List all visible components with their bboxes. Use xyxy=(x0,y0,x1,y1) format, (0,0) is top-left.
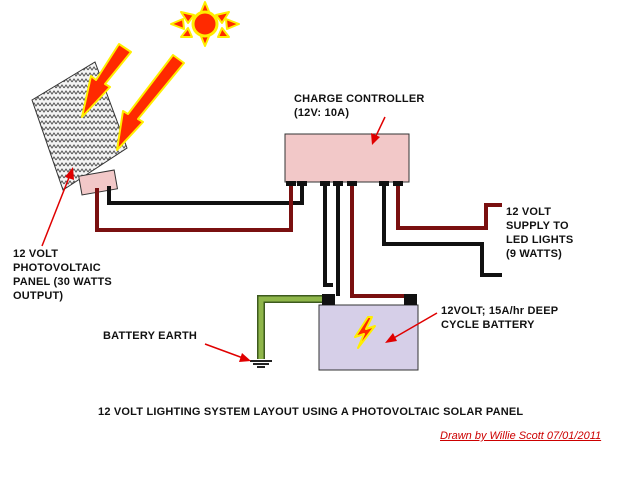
led-wires xyxy=(382,183,502,277)
controller-terminals xyxy=(286,181,403,186)
battery-positive-terminal xyxy=(404,294,417,305)
sunlight-arrow-icon xyxy=(81,43,185,151)
charge-controller-box xyxy=(284,133,410,183)
battery-box xyxy=(318,304,419,371)
lightning-bolt-icon xyxy=(354,316,376,349)
annotation-arrows xyxy=(41,116,438,362)
solar-panel-label: 12 VOLT PHOTOVOLTAIC PANEL (30 WATTS OUT… xyxy=(13,248,112,302)
solar-panel-icon xyxy=(31,61,128,196)
battery-earth-label: BATTERY EARTH xyxy=(103,330,198,342)
earth-wire xyxy=(257,295,327,359)
sun-icon xyxy=(170,1,240,47)
ground-symbol-icon xyxy=(250,360,272,368)
charge-controller-label: CHARGE CONTROLLER (12V: 10A) xyxy=(294,93,425,119)
led-supply-label: 12 VOLT SUPPLY TO LED LIGHTS (9 WATTS) xyxy=(506,206,574,260)
battery-negative-terminal xyxy=(322,294,335,305)
author-credit: Drawn by Willie Scott 07/01/2011 xyxy=(440,430,602,442)
diagram-title: 12 VOLT LIGHTING SYSTEM LAYOUT USING A P… xyxy=(98,406,524,418)
panel-wires xyxy=(95,183,304,232)
battery-label: 12VOLT; 15A/hr DEEP CYCLE BATTERY xyxy=(441,305,559,331)
